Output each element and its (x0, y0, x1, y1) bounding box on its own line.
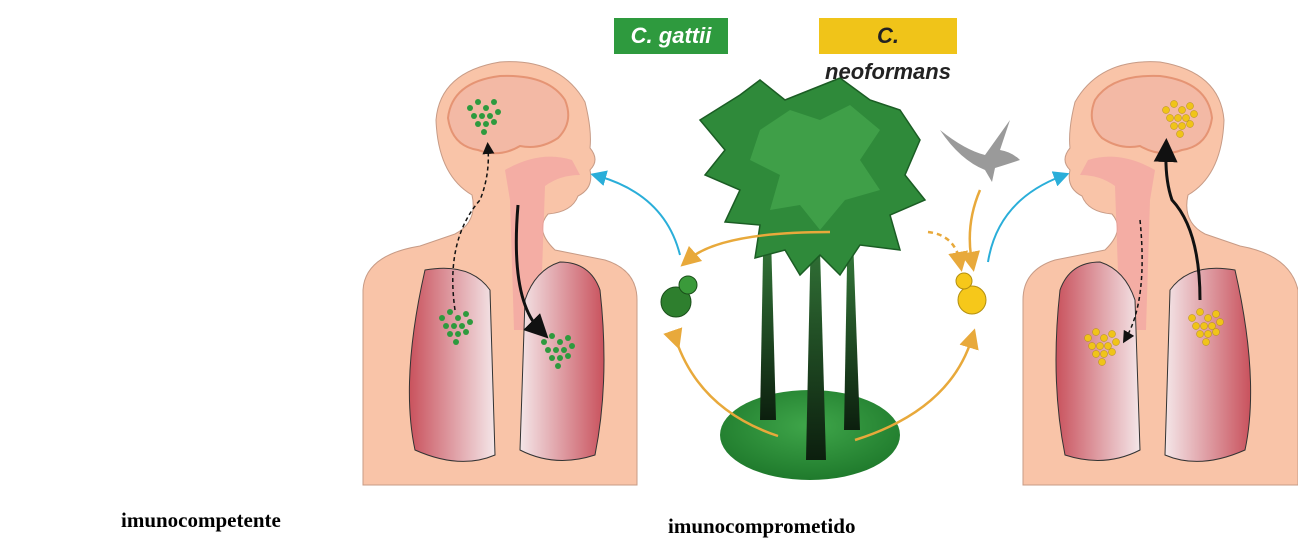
arrow-tree-to-neoformans-dashed (928, 232, 960, 262)
left-lung-left (409, 268, 495, 461)
left-brain (448, 76, 568, 153)
arrow-neoformans-to-right-person (988, 176, 1062, 262)
arrow-gattii-to-left-person (598, 176, 680, 255)
pigeon-icon (940, 120, 1020, 182)
caption-immunocompromised: imunocomprometido (668, 514, 855, 539)
neoformans-label: C. neoformans (819, 18, 957, 54)
right-lung-left (1056, 262, 1140, 460)
gattii-yeast-cell (661, 276, 697, 317)
arrow-pigeon-to-neoformans (970, 190, 980, 262)
caption-immunocompetent: imunocompetente (121, 508, 281, 533)
neoformans-yeast-cell (956, 273, 986, 314)
left-person-figure (363, 62, 637, 485)
left-lung-right (520, 262, 604, 460)
gattii-label: C. gattii (614, 18, 728, 54)
right-lung-right (1165, 268, 1251, 461)
right-person-figure (1023, 62, 1298, 485)
